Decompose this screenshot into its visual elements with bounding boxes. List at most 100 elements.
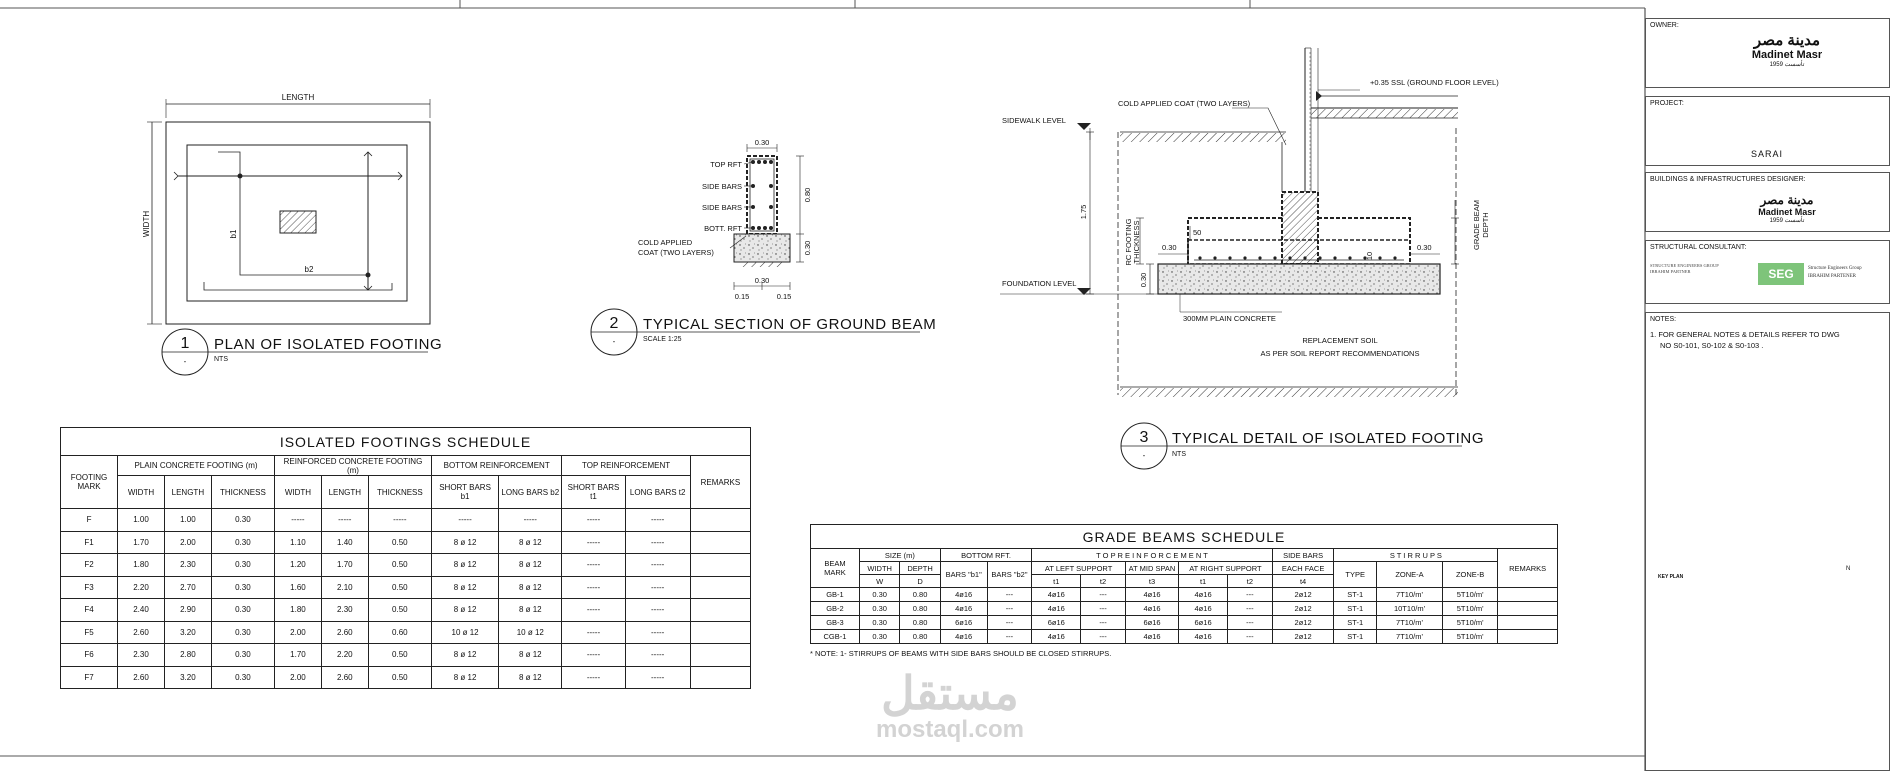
footings-schedule-title: ISOLATED FOOTINGS SCHEDULE [60,427,751,456]
beam-dim-bottom: 0.30 [755,276,770,285]
beam-dim-right: 0.15 [777,292,792,301]
h-size: SIZE (m) [858,548,941,562]
h-bars-b1: BARS "b1" [939,561,988,588]
seg-logo-icon: SEG [1758,263,1804,285]
grade-beams-schedule: GRADE BEAMS SCHEDULE BEAM MARK SIZE (m) … [810,524,1558,644]
consultant-name: STRUCTURE ENGINEERS GROUP IBRAHIM PARTNE… [1650,263,1722,275]
table-cell: 2.90 [163,598,212,622]
plain-concrete [1157,263,1441,295]
table-cell: ----- [624,643,691,667]
h-long-bars-b2: LONG BARS b2 [498,475,563,509]
beam-section-scale: SCALE 1:25 [643,336,682,343]
detail-callout-number: 3 [1140,429,1149,446]
table-cell: ----- [561,665,626,689]
beam-outline [746,155,778,235]
dim-10: 10 [1365,252,1374,260]
table-cell: F5 [59,620,119,644]
table-cell: ----- [561,620,626,644]
table-cell: 1.00 [117,508,165,532]
table-cell: 5T10/m' [1441,601,1499,616]
h-stirrups: S T I R R U P S [1333,548,1499,562]
table-cell: --- [1080,587,1126,602]
table-cell: ----- [624,553,691,577]
table-cell: 2.30 [320,598,369,622]
table-cell: --- [986,601,1033,616]
s-t2b: t2 [1227,574,1273,588]
table-cell: 0.50 [367,530,432,554]
table-cell: 2.60 [117,665,165,689]
table-cell: 8 ø 12 [430,643,500,667]
table-cell: 1.00 [163,508,212,532]
table-cell: 0.80 [899,615,941,630]
beam-dim-pad: 0.30 [803,241,812,256]
table-cell: GB-2 [810,601,860,616]
h-bars-b2: BARS "b2" [986,561,1033,588]
grade-beam-label-1: GRADE BEAM [1472,200,1481,250]
table-cell: ----- [561,508,626,532]
table-cell: 2.00 [163,530,212,554]
table-cell: --- [1080,629,1126,644]
h-stirrup-type: TYPE [1333,561,1377,588]
bott-rft-label: BOTT. RFT [704,224,742,233]
table-cell: GB-1 [810,587,860,602]
table-cell: 0.30 [210,530,276,554]
h-reinforced-concrete: REINFORCED CONCRETE FOOTING (m) [274,455,432,476]
beam-callout-sheet: - [613,337,616,346]
table-cell: 6ø16 [1124,615,1180,630]
table-cell: 2.80 [163,643,212,667]
table-cell: F6 [59,643,119,667]
h-beam-mark: BEAM MARK [810,548,860,588]
owner-brand: مدينة مصر Madinet Masr تأسست 1959 [1742,31,1832,68]
beams-schedule-note: * NOTE: 1- STIRRUPS OF BEAMS WITH SIDE B… [810,649,1112,658]
table-cell: 8 ø 12 [498,598,563,622]
seg-name-block: Structure Engineers Group IBRAHIM PARTEN… [1808,265,1862,281]
table-cell: 2.30 [163,553,212,577]
h-width: WIDTH [117,475,165,509]
h-at-right-support: AT RIGHT SUPPORT [1178,561,1273,575]
h-each-face: EACH FACE [1271,561,1335,575]
consultant-label: STRUCTURAL CONSULTANT: [1650,244,1747,251]
table-cell: F [59,508,119,532]
side-bars-label-2: SIDE BARS [702,203,742,212]
h-top-reinforcement-beam: T O P R E I N F O R C E M E N T [1031,548,1273,562]
dim-030-vertical: 0.30 [1139,273,1148,288]
table-cell: 2.00 [274,620,322,644]
table-cell: 1.20 [274,553,322,577]
ground-beam-section [590,144,920,356]
table-cell: 0.50 [367,665,432,689]
table-cell: 1.80 [274,598,322,622]
table-cell: 4ø16 [939,629,988,644]
h-beam-remarks: REMARKS [1497,548,1558,588]
replacement-soil-label-1: REPLACEMENT SOIL [1302,336,1377,345]
table-cell [1497,601,1558,616]
table-cell: 8 ø 12 [498,643,563,667]
table-cell: 1.70 [274,643,322,667]
table-cell [689,620,752,644]
pedestal [1281,191,1319,265]
table-cell: --- [1227,587,1273,602]
table-cell [689,665,752,689]
table-cell: ----- [624,575,691,599]
designer-brand-ar: مدينة مصر [1760,193,1814,207]
table-cell: 4ø16 [1124,629,1180,644]
table-cell: 1.40 [320,530,369,554]
dim-030-left: 0.30 [1162,243,1177,252]
h-zone-a: ZONE-A [1376,561,1443,588]
h-plain-concrete: PLAIN CONCRETE FOOTING (m) [117,455,275,476]
s-w: W [858,574,901,588]
table-cell: 0.30 [210,575,276,599]
table-cell: 2.60 [320,665,369,689]
h-beam-depth: DEPTH [899,561,941,575]
rc-thickness-label-2: THICKNESS [1132,221,1141,264]
table-cell: 8 ø 12 [430,553,500,577]
table-cell: ----- [624,508,691,532]
table-cell [1497,629,1558,644]
table-cell: 0.30 [210,553,276,577]
table-cell: 5T10/m' [1441,587,1499,602]
side-bars-label-1: SIDE BARS [702,182,742,191]
